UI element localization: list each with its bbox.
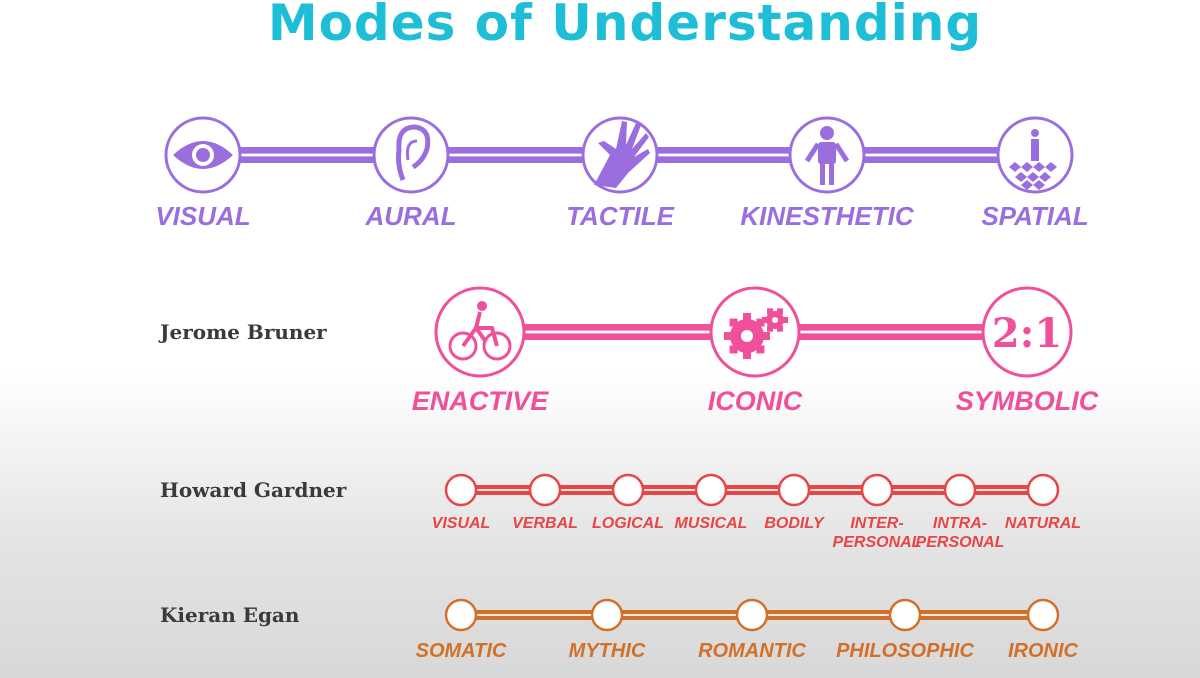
bicycle-icon — [448, 301, 512, 361]
theorist-name-bruner: Jerome Bruner — [158, 320, 327, 344]
gardner-node — [777, 473, 811, 507]
egan-label: IRONIC — [1008, 640, 1079, 662]
hand-icon — [594, 121, 650, 188]
bruner-node — [709, 286, 801, 378]
bruner-label: ICONIC — [708, 386, 803, 416]
gardner-node — [611, 473, 645, 507]
egan-label: SOMATIC — [416, 640, 507, 662]
ear-icon — [396, 124, 431, 181]
theorist-name-gardner: Howard Gardner — [160, 478, 347, 502]
gardner-label: BODILY — [764, 515, 825, 532]
sense-label: TACTILE — [566, 201, 674, 231]
bruner-node — [434, 286, 526, 378]
node-circle — [981, 286, 1073, 378]
sense-node — [996, 116, 1074, 194]
egan-label: PHILOSOPHIC — [836, 640, 974, 662]
gears-icon — [724, 308, 788, 359]
egan-node — [444, 598, 478, 632]
gardner-node — [943, 473, 977, 507]
gardner-label: VERBAL — [512, 515, 578, 532]
theorist-name-egan: Kieran Egan — [160, 603, 300, 627]
sense-node — [581, 116, 659, 194]
egan-node — [735, 598, 769, 632]
bruner-label: SYMBOLIC — [956, 386, 1099, 416]
sense-label: SPATIAL — [981, 201, 1088, 231]
ratio-icon: 2:1 — [992, 310, 1062, 357]
bruner-label: ENACTIVE — [412, 386, 550, 416]
gardner-label: VISUAL — [432, 515, 491, 532]
gardner-node — [528, 473, 562, 507]
gardner-node — [444, 473, 478, 507]
person-icon — [804, 126, 850, 185]
sense-node — [372, 116, 450, 194]
sense-label: AURAL — [365, 201, 457, 231]
gardner-label: LOGICAL — [592, 515, 664, 532]
gardner-label: PERSONAL — [916, 534, 1005, 551]
gardner-label: NATURAL — [1005, 515, 1081, 532]
gardner-node — [860, 473, 894, 507]
gardner-node — [694, 473, 728, 507]
sense-label: VISUAL — [155, 201, 250, 231]
sense-label: KINESTHETIC — [740, 201, 915, 231]
gardner-label: INTRA- — [933, 515, 987, 532]
spatial-grid-icon — [1009, 129, 1057, 190]
ratio-text: 2:1 — [992, 310, 1062, 357]
bruner-node: 2:1 — [981, 286, 1073, 378]
egan-label: MYTHIC — [569, 640, 646, 662]
egan-node — [888, 598, 922, 632]
page-title: Modes of Understanding — [267, 0, 983, 52]
gardner-label: PERSONAL — [833, 534, 922, 551]
gardner-label: MUSICAL — [675, 515, 748, 532]
gardner-label: INTER- — [850, 515, 903, 532]
egan-node — [590, 598, 624, 632]
gardner-node — [1026, 473, 1060, 507]
sense-node — [164, 116, 242, 194]
eye-icon — [173, 141, 233, 169]
sense-node — [788, 116, 866, 194]
egan-node — [1026, 598, 1060, 632]
egan-label: ROMANTIC — [698, 640, 806, 662]
